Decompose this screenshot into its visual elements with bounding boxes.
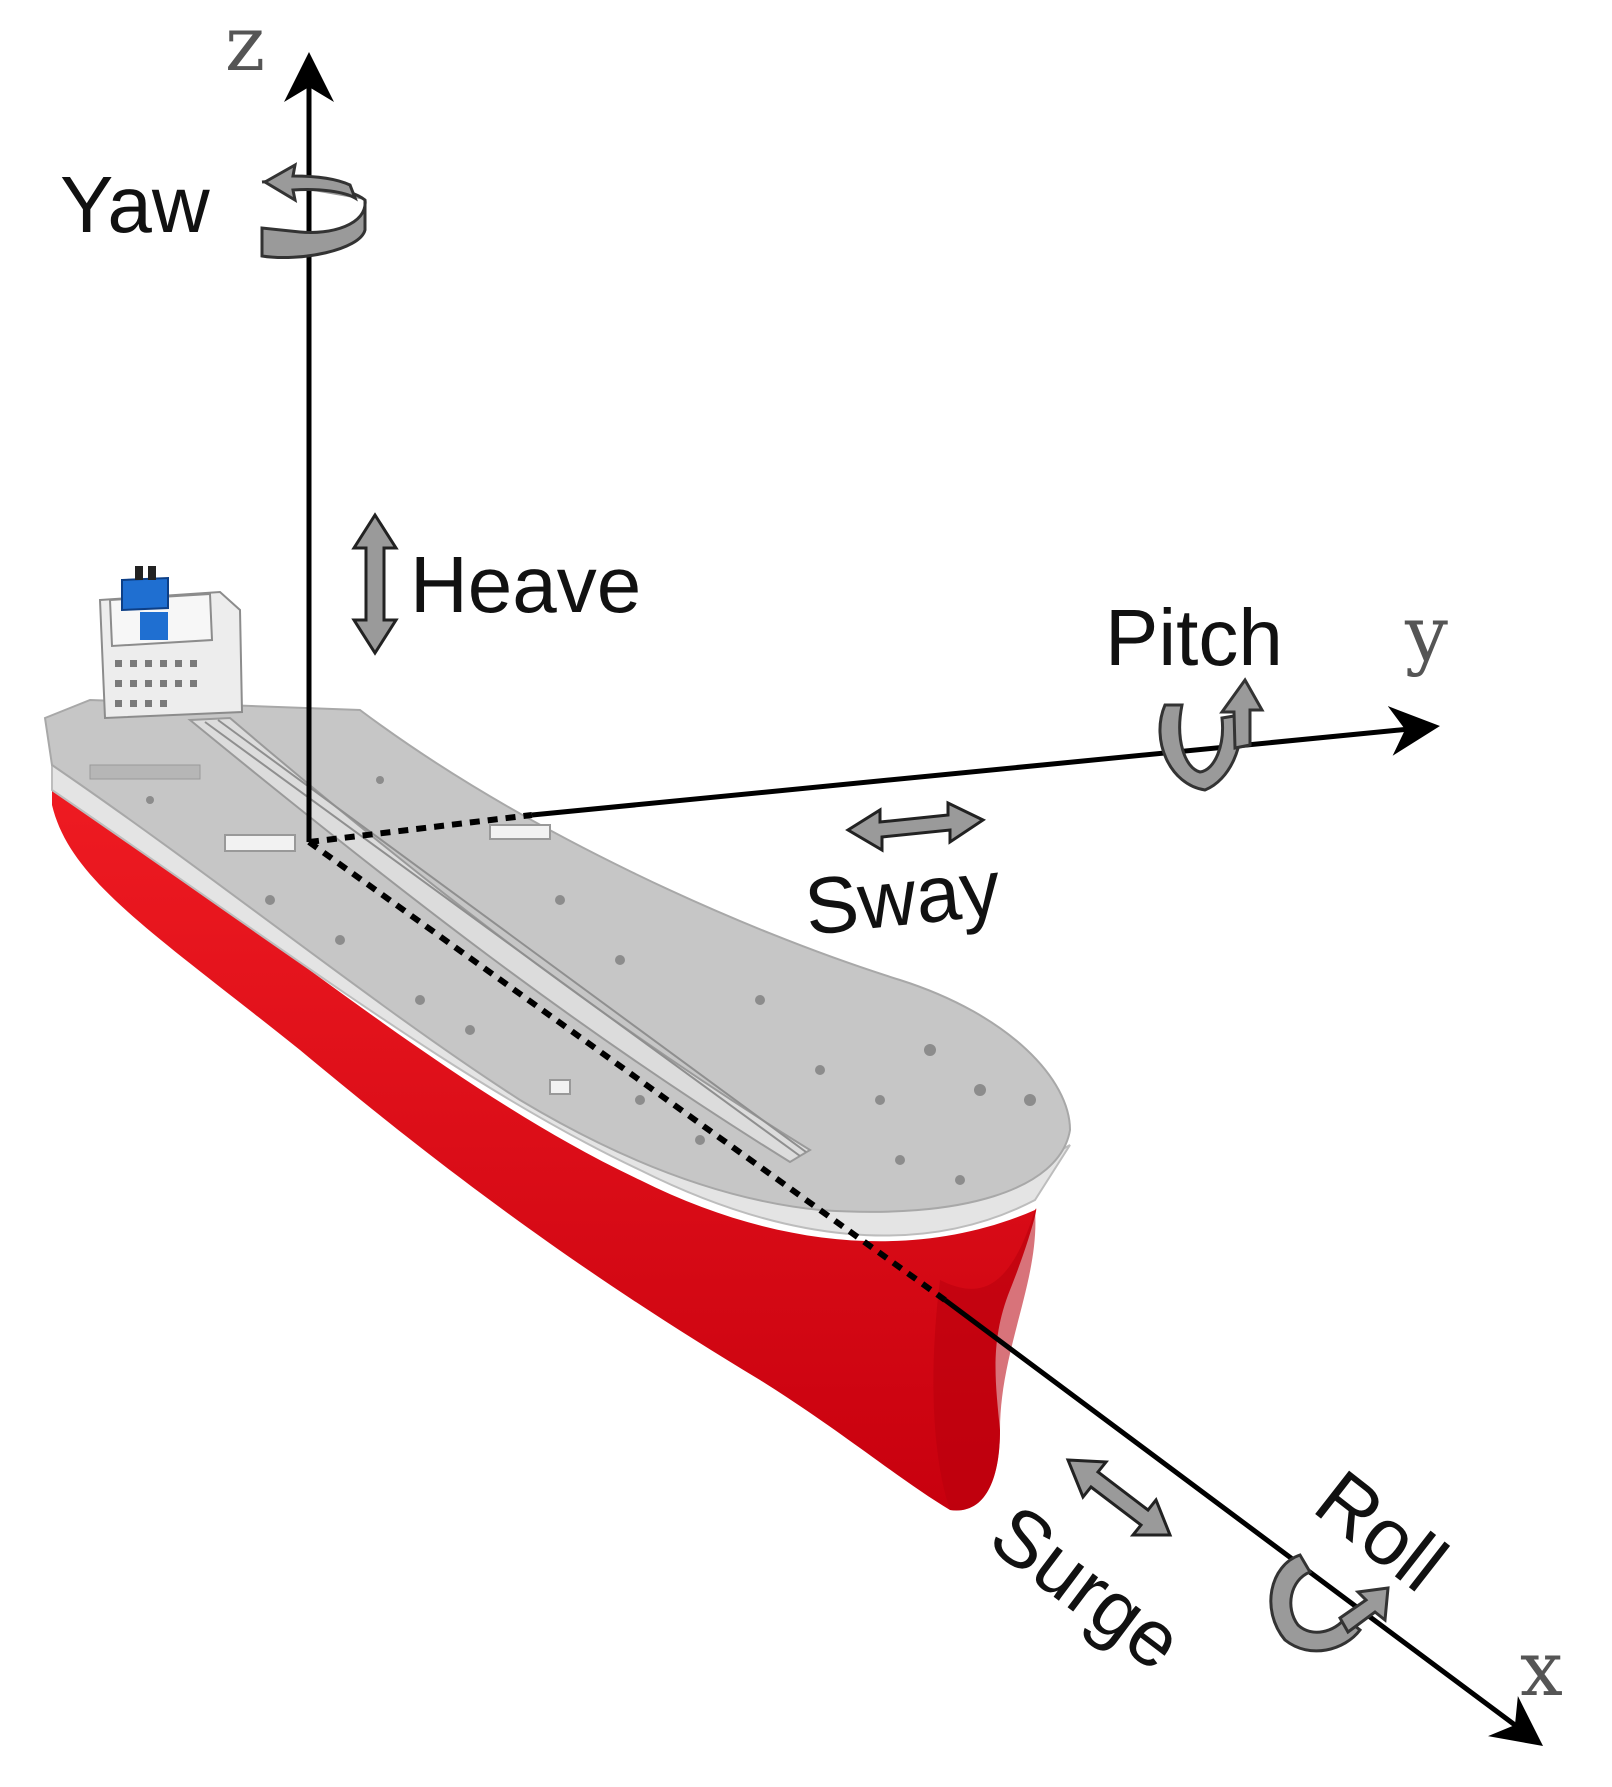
deck-hatch [224,834,296,852]
ship-deck [43,698,1072,1213]
sway-arrow-icon [845,800,987,853]
x-axis-label: x [1520,1624,1563,1713]
yaw-label: Yaw [60,160,210,249]
heave-arrow-icon [351,512,399,656]
y-axis-label: y [1404,589,1448,678]
deck-hatch [89,764,201,780]
x-axis-hidden [307,839,947,1303]
coordinate-axes [284,52,1544,1746]
z-axis-label: z [225,0,265,88]
pitch-label: Pitch [1105,593,1283,682]
surge-arrow-icon [1065,1458,1173,1537]
deck-hatch [489,824,551,840]
heave-label: Heave [410,540,641,629]
y-axis-hidden [308,812,533,845]
sway-label: Sway [800,843,1004,952]
ship-hull [52,780,1037,1511]
deck-hatch [549,1079,571,1095]
roll-rotation-icon [1269,1553,1390,1653]
ship-superstructure [98,566,244,720]
tanker-ship [43,566,1072,1511]
ship-bow-flare [933,1210,1036,1511]
surge-label: Surge [975,1487,1199,1687]
deck-fittings [146,776,1036,1185]
y-axis [531,706,1440,818]
x-axis [943,1297,1544,1746]
pitch-rotation-icon [1158,677,1265,792]
ship-funnel [121,576,169,612]
yaw-rotation-icon [260,162,367,260]
